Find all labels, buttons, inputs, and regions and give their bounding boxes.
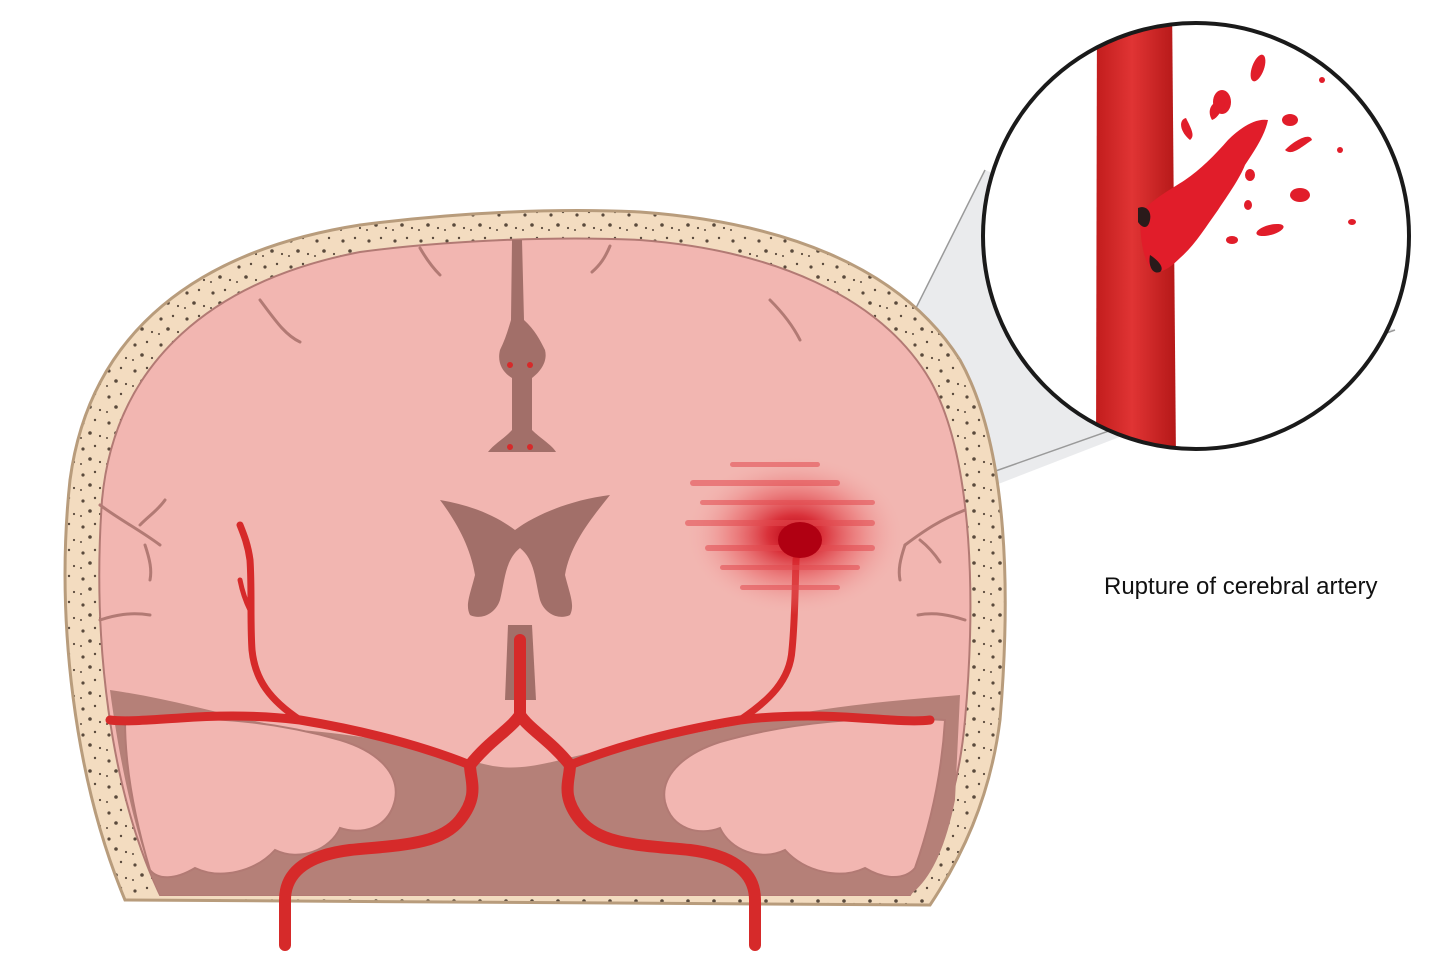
vessel-dot [507, 444, 513, 450]
figure-caption: Rupture of cerebral artery [1104, 573, 1378, 600]
blood-droplets [1181, 54, 1356, 244]
rupture-tear [1149, 255, 1162, 273]
vessel-dot [527, 362, 533, 368]
left-temporal-lobe [123, 717, 397, 879]
vessel-dot [507, 362, 513, 368]
right-temporal-lobe [663, 717, 947, 878]
magnifier-lens [981, 21, 1411, 451]
vessel-dot [527, 444, 533, 450]
longitudinal-fissure [488, 240, 556, 452]
rupture-tear [1138, 207, 1151, 227]
artery-vessel [1096, 23, 1176, 449]
hemorrhage-site [685, 455, 905, 615]
cerebral-arteries [105, 521, 935, 951]
sulci [98, 244, 967, 622]
lateral-ventricles [440, 495, 610, 617]
rupture-blot [1140, 119, 1268, 272]
